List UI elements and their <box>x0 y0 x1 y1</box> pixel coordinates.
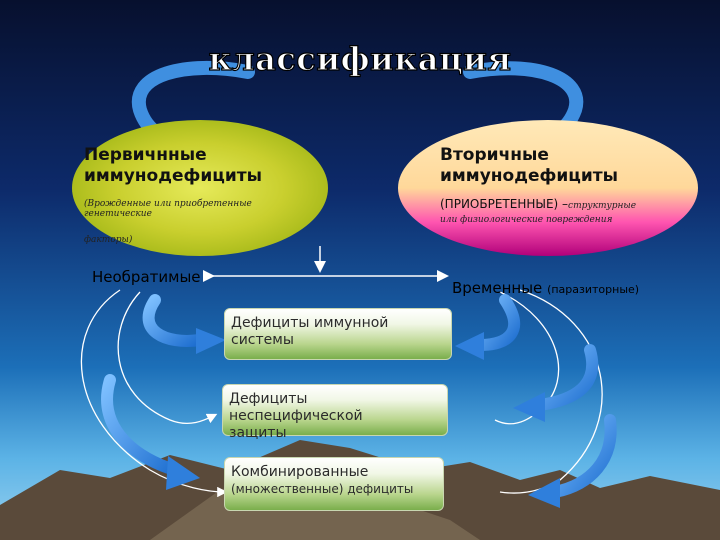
secondary-block: Вторичные иммунодефициты (ПРИОБРЕТЕННЫЕ)… <box>440 145 700 225</box>
blue-arrow-left-lower <box>101 374 181 476</box>
blue-arrowhead-right-upper <box>455 332 484 360</box>
primary-note-line1: (Врожденные или приобретенные генетическ… <box>84 199 252 219</box>
loop-left-inner <box>117 291 218 424</box>
label-temporary: Временные <box>452 279 543 297</box>
label-temporary-row: Временные (паразиторные) <box>452 279 639 297</box>
blue-arrow-left-upper <box>142 294 206 347</box>
primary-block: Первичнные иммунодефициты (Врожденные ил… <box>84 145 314 245</box>
box-nonspecific-line2: защиты <box>229 425 287 441</box>
secondary-note-small: структурные <box>568 201 637 211</box>
primary-title-line1: Первичнные <box>84 145 207 165</box>
blue-arrow-right-lower <box>549 414 617 498</box>
secondary-note-main: (ПРИОБРЕТЕННЫЕ) – <box>440 197 569 211</box>
label-temporary-sub: (паразиторные) <box>547 283 640 296</box>
primary-title-line2: иммунодефициты <box>84 166 262 186</box>
primary-note-line2: факторы) <box>84 235 133 245</box>
secondary-note-row: (ПРИОБРЕТЕННЫЕ) –структурные <box>440 197 700 211</box>
ellipse-primary <box>72 120 328 256</box>
secondary-title-line1: Вторичные <box>440 145 549 165</box>
loop-left-outer <box>80 289 228 498</box>
secondary-title-line2: иммунодефициты <box>440 166 618 186</box>
blue-arrowhead-left-upper <box>196 328 226 354</box>
blue-arrowhead-right-middle <box>513 392 545 422</box>
label-irreversible: Необратимые <box>92 268 201 286</box>
blue-arrow-right-middle <box>534 344 599 411</box>
ellipse-secondary <box>398 120 698 256</box>
box-immune-deficits: Дефициты иммунной системы <box>224 308 452 360</box>
blue-arrowhead-right-lower <box>528 478 560 508</box>
box-nonspecific-line1: Дефициты неспецифической <box>229 391 363 424</box>
box-immune-line1: Дефициты иммунной <box>231 315 389 331</box>
loop-right-inner <box>494 291 560 425</box>
box-nonspecific-deficits: Дефициты неспецифической защиты <box>222 384 448 441</box>
blue-arrow-right-upper <box>474 294 521 351</box>
box-immune-line2: системы <box>231 332 294 348</box>
box-combined-line1: Комбинированные <box>231 464 369 480</box>
box-combined-deficits: Комбинированные (множественные) дефициты <box>224 457 444 511</box>
slide-title: классификация <box>208 39 512 78</box>
box-combined-line2: (множественные) дефициты <box>231 482 414 496</box>
blue-arrowhead-left-lower <box>166 456 200 490</box>
loop-right-outer <box>499 289 603 494</box>
secondary-note-line2: или физиологические повреждения <box>440 215 613 225</box>
